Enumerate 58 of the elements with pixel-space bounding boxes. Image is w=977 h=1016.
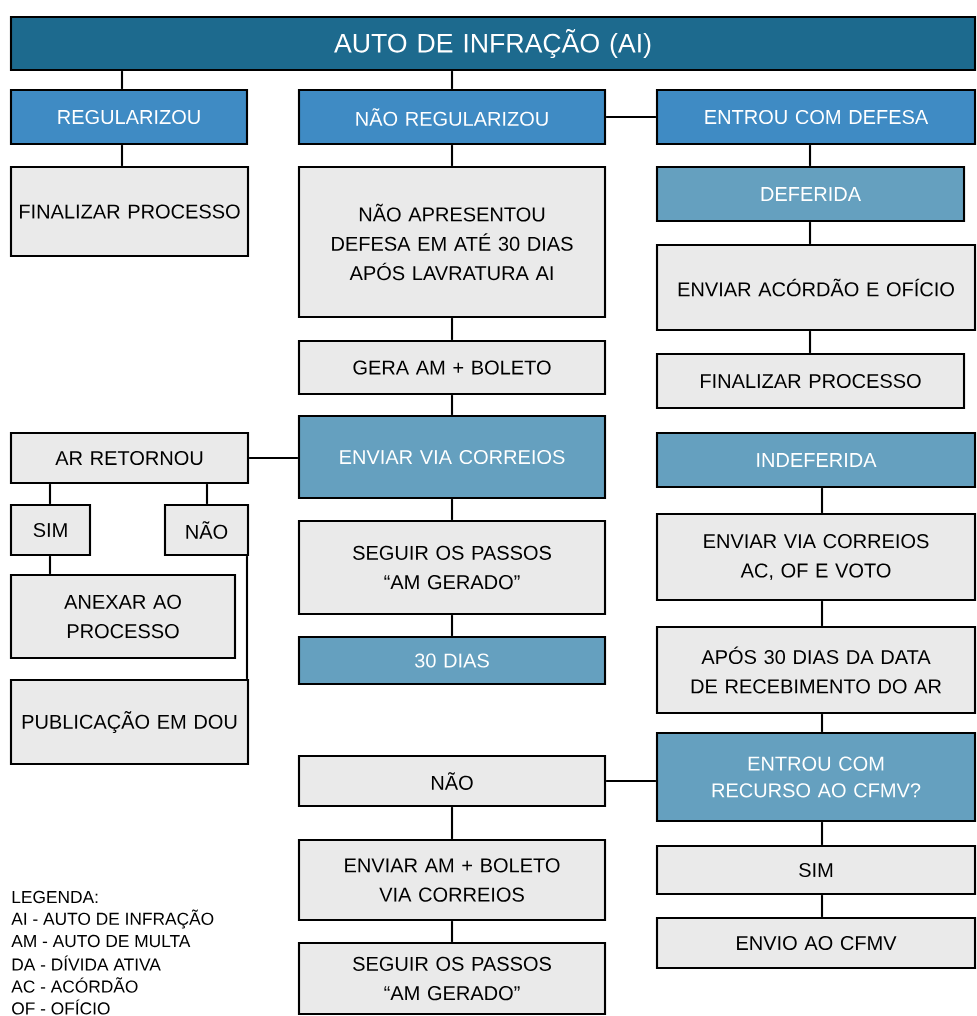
status-box: REGULARIZOU	[9, 88, 249, 146]
legend-text: AM - AUTO DE MULTA	[11, 934, 191, 948]
connector-line	[450, 145, 454, 166]
status-box: 30 DIAS	[297, 635, 607, 686]
connector-line	[808, 222, 812, 244]
connector-line	[120, 145, 124, 166]
legend-heading: LEGENDA:	[12, 890, 98, 904]
process-box: NÃO APRESENTOU DEFESA EM ATÉ 30 DIAS APÓS LAVRATURA AI	[297, 165, 607, 319]
process-box: ENVIAR AM + BOLETO VIA CORREIOS	[297, 838, 607, 922]
process-box: NÃO	[163, 503, 250, 557]
connector-line	[48, 484, 52, 504]
connector-line	[820, 714, 824, 732]
process-box: SEGUIR OS PASSOS “AM GERADO”	[297, 519, 607, 616]
connector-line	[820, 822, 824, 845]
process-box: SIM	[9, 503, 92, 557]
status-box: ENTROU COM DEFESA	[655, 88, 977, 146]
process-box: AR RETORNOU	[9, 431, 250, 485]
connector-line	[820, 488, 824, 513]
connector-line	[450, 921, 454, 942]
process-box: SIM	[655, 844, 977, 896]
title-band: AUTO DE INFRAÇÃO (AI)	[9, 15, 977, 72]
connector-line	[450, 615, 454, 636]
connector-line	[450, 499, 454, 520]
status-box: NÃO REGULARIZOU	[297, 88, 607, 146]
connector-line	[820, 895, 824, 917]
connector-line	[245, 556, 249, 679]
connector-line	[450, 318, 454, 340]
connector-line	[48, 556, 52, 574]
connector-line	[450, 807, 454, 839]
process-box: ENVIAR VIA CORREIOS AC, OF E VOTO	[655, 512, 977, 602]
process-box: NÃO	[297, 754, 607, 808]
process-box: APÓS 30 DIAS DA DATA DE RECEBIMENTO DO AR	[655, 625, 977, 715]
process-box: FINALIZAR PROCESSO	[9, 165, 250, 258]
legend-text: AI - AUTO DE INFRAÇÃO	[11, 909, 214, 929]
status-box: INDEFERIDA	[655, 431, 977, 489]
connector-line	[450, 395, 454, 415]
process-box: ANEXAR AO PROCESSO	[9, 573, 237, 660]
connector-line	[820, 601, 824, 626]
status-box: ENVIAR VIA CORREIOS	[297, 414, 607, 500]
connector-line	[606, 115, 656, 119]
connector-line	[808, 331, 812, 353]
connector-line	[205, 484, 209, 504]
status-box: ENTROU COM RECURSO AO CFMV?	[655, 731, 977, 823]
connector-line	[120, 71, 124, 89]
connector-line	[450, 71, 454, 89]
connector-line	[249, 456, 298, 460]
connector-line	[606, 779, 656, 783]
legend-text: AC - ACÓRDÃO	[11, 977, 138, 993]
process-box: SEGUIR OS PASSOS “AM GERADO”	[297, 941, 607, 1016]
process-box: PUBLICAÇÃO EM DOU	[9, 678, 250, 766]
process-box: FINALIZAR PROCESSO	[655, 352, 966, 410]
connector-line	[808, 145, 812, 166]
process-box: GERA AM + BOLETO	[297, 339, 607, 396]
process-box: ENVIAR ACÓRDÃO E OFÍCIO	[655, 243, 977, 332]
legend-text: OF - OFÍCIO	[12, 999, 110, 1015]
legend-text: DA - DÍVIDA ATIVA	[12, 955, 161, 971]
process-box: ENVIO AO CFMV	[655, 916, 977, 970]
status-box: DEFERIDA	[655, 165, 966, 223]
